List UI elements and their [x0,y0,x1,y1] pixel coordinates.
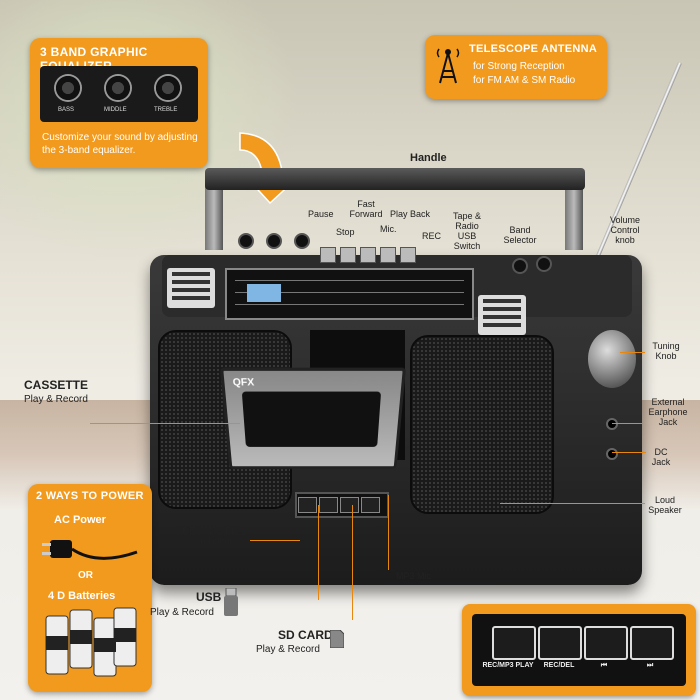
label-fast-forward: Fast Forward [349,199,383,219]
label-mp3-mic: MP3 Mic [396,571,432,581]
label-volume: Volume Control knob [609,215,641,245]
label-handle: Handle [410,152,447,164]
callout-line-speaker [500,503,645,504]
bass-label: BASS [58,107,75,113]
callout-line-usb [318,505,319,600]
previous-button [584,626,628,660]
play-key [380,247,396,263]
power-title: 2 WAYS TO POWER [36,490,144,502]
cassette-title: CASSETTE [24,378,89,392]
equalizer-description: Customize your sound by adjusting the 3-… [42,132,198,156]
rec-del-button [538,626,582,660]
vent-left [167,268,215,308]
usb-subtitle: Play & Record [150,607,214,618]
equalizer-arrow [239,132,297,205]
label-stop: Stop [336,227,355,237]
middle-knob [104,74,132,102]
mp3-keys [295,492,389,518]
ac-power-label: AC Power [54,514,106,526]
label-loud-speaker: Loud Speaker [648,495,682,515]
sd-title: SD CARD [278,628,333,642]
callout-line-cassette [90,423,240,424]
rec-mp3-play-button [492,626,536,660]
cassette-window [241,391,382,447]
cassette-brand: QFX [232,377,255,389]
previous-icon: ⏮ [600,662,608,669]
equalizer-panel: BASS MIDDLE TREBLE [40,66,198,122]
label-rec: REC [422,231,442,241]
rec-mp3-play-label: REC/MP3 PLAY [482,662,534,669]
stop-key [340,247,356,263]
eq-knob-2 [266,233,282,249]
dc-jack [606,448,618,460]
vent-right [478,295,526,335]
callout-line-dc [612,452,646,453]
mp3-controls-panel: REC/MP3 PLAY REC/DEL ⏮ ⏭ [472,614,686,686]
next-icon: ⏭ [646,662,654,669]
rec-del-label: REC/DEL [543,662,575,669]
label-rec-indicator: REC/MP3 PLAY Indicator [182,526,248,546]
label-dc: DC Jack [651,447,671,467]
label-pause: Pause [308,209,334,219]
or-label: OR [78,570,93,581]
antenna-card: TELESCOPE ANTENNA for Strong Reception f… [425,35,607,99]
label-band-selector: Band Selector [503,225,537,245]
dial-window [247,284,281,302]
label-earphone: External Earphone Jack [648,397,688,427]
antenna-tower-icon [436,48,460,84]
mp3-controls-detail: REC/MP3 PLAY REC/DEL ⏮ ⏭ [462,604,696,696]
usb-title: USB [196,590,222,604]
equalizer-card: 3 BAND GRAPHIC EQUALIZER BASS MIDDLE TRE… [30,38,208,168]
bass-knob [54,74,82,102]
callout-line-tuning [620,352,645,353]
pause-key [320,247,336,263]
handle [205,168,585,190]
power-card: 2 WAYS TO POWER AC Power OR 4 D Batterie… [28,484,152,692]
next-button [630,626,674,660]
callout-line-earphone [612,423,642,424]
eq-knob-3 [294,233,310,249]
label-tape-switch: Tape & Radio USB Switch [452,211,482,251]
right-speaker [410,335,554,514]
label-mic: Mic. [380,224,397,234]
eq-knob-1 [238,233,254,249]
earphone-jack [606,418,618,430]
fast-forward-key [360,247,376,263]
tuning-dial [225,268,474,320]
antenna-line1: for Strong Reception [473,61,565,72]
tuning-knob [588,330,636,388]
batteries-icon [45,607,137,677]
callout-line-mp3 [388,495,389,570]
plug-icon [42,540,138,560]
antenna-line2: for FM AM & SM Radio [473,75,576,86]
callout-line-indicator [250,540,300,541]
sd-subtitle: Play & Record [256,644,320,655]
sd-card-icon [330,630,344,648]
label-play-back: Play Back [390,209,431,219]
handle-post-left [205,180,223,250]
usb-drive-icon [224,588,238,616]
rec-key [400,247,416,263]
treble-label: TREBLE [154,107,178,113]
cassette-door: QFX [219,367,407,469]
handle-post-right [565,180,583,250]
volume-knob [536,256,552,272]
band-selector-knob [512,258,528,274]
middle-label: MIDDLE [104,107,127,113]
antenna-title: TELESCOPE ANTENNA [469,43,598,55]
treble-knob [154,74,182,102]
callout-line-sd [352,505,353,620]
cassette-subtitle: Play & Record [24,394,88,405]
label-tuning: Tuning Knob [652,341,680,361]
batteries-label: 4 D Batteries [48,590,116,602]
